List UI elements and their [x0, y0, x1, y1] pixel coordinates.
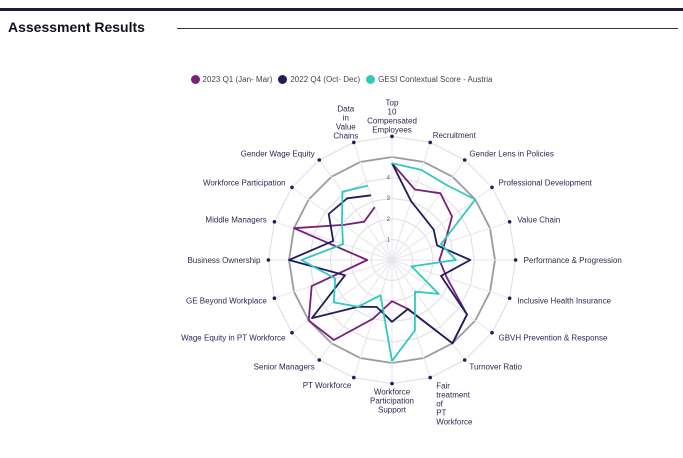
radar-axis-dot	[390, 134, 394, 139]
radar-axis-dot	[290, 185, 294, 190]
chart-legend: 2023 Q1 (Jan- Mar) 2022 Q4 (Oct- Dec) GE…	[0, 72, 683, 86]
radar-tick-label: 1	[387, 237, 391, 243]
legend-item-q4[interactable]: 2022 Q4 (Oct- Dec)	[278, 74, 361, 84]
radar-axis-label: Senior Managers	[254, 363, 315, 372]
legend-label-q1: 2023 Q1 (Jan- Mar)	[202, 74, 273, 84]
radar-spoke	[391, 259, 431, 378]
radar-axis-dot	[272, 296, 277, 301]
radar-axis-dot	[266, 258, 271, 262]
radar-spoke	[353, 142, 393, 261]
radar-axis-dot	[507, 220, 512, 224]
radar-axis-label: Middle Managers	[205, 215, 266, 224]
legend-swatch-q4	[278, 74, 288, 84]
radar-axis-dot	[428, 140, 433, 145]
radar-axis-dot	[290, 330, 294, 335]
radar-axis-dot	[428, 375, 433, 380]
radar-axis-label: PT Workforce	[303, 381, 352, 390]
radar-axis-label: Value Chain	[517, 215, 560, 224]
radar-tick-label: 4	[387, 176, 391, 182]
radar-spoke	[391, 159, 466, 261]
radar-axis-label: Gender Wage Equity	[241, 150, 315, 159]
radar-axis-label: Performance & Progression	[524, 256, 622, 265]
radar-axis-dot	[490, 330, 494, 335]
radar-axis-dot	[490, 185, 494, 190]
section-header: Assessment Results	[8, 18, 678, 36]
radar-axis-label: Professional Development	[499, 179, 593, 188]
radar-tick-label: 3	[387, 196, 391, 202]
radar-axis-label: Recruitment	[433, 131, 477, 140]
radar-spoke	[391, 221, 510, 261]
radar-axis-dot	[352, 140, 356, 145]
legend-item-gesi[interactable]: GESI Contextual Score - Austria	[366, 74, 493, 84]
radar-axis-label: Turnover Ratio	[469, 363, 522, 372]
radar-spoke	[391, 259, 493, 334]
radar-axis-label: Wage Equity in PT Workforce	[181, 333, 286, 342]
radar-axis-label: Inclusive Health Insurance	[517, 297, 611, 306]
radar-tick-label: 2	[387, 217, 391, 223]
radar-spoke	[274, 259, 393, 299]
radar-series-line	[300, 162, 477, 362]
radar-axis-dot	[513, 258, 518, 262]
radar-axis-dot	[317, 158, 322, 162]
top-rule	[0, 8, 683, 11]
title-divider	[176, 27, 678, 29]
radar-series-line	[293, 162, 468, 345]
legend-swatch-gesi	[366, 74, 376, 84]
radar-axis-dot	[462, 358, 467, 362]
radar-axis-label: GE Beyond Workplace	[186, 297, 267, 306]
radar-axis-dot	[352, 375, 356, 380]
radar-spoke	[318, 159, 393, 261]
radar-axis-dot	[390, 381, 394, 386]
radar-axis-dot	[507, 296, 512, 301]
radar-axis-label: Gender Lens in Policies	[469, 150, 554, 159]
radar-axis-dot	[317, 358, 322, 362]
legend-swatch-q1	[190, 74, 200, 84]
legend-label-gesi: GESI Contextual Score - Austria	[378, 74, 493, 84]
radar-axis-label: GBVH Prevention & Response	[499, 333, 608, 342]
radar-axis-label: Business Ownership	[187, 256, 260, 265]
legend-label-q4: 2022 Q4 (Oct- Dec)	[290, 74, 361, 84]
radar-axis-dot	[462, 158, 467, 162]
radar-spoke	[318, 259, 393, 361]
radar-series-line	[288, 162, 472, 345]
radar-axis-label: Workforce Participation	[203, 179, 286, 188]
legend-item-q1[interactable]: 2023 Q1 (Jan- Mar)	[190, 74, 273, 84]
page-title: Assessment Results	[8, 19, 145, 35]
radar-axis-dot	[272, 220, 277, 224]
